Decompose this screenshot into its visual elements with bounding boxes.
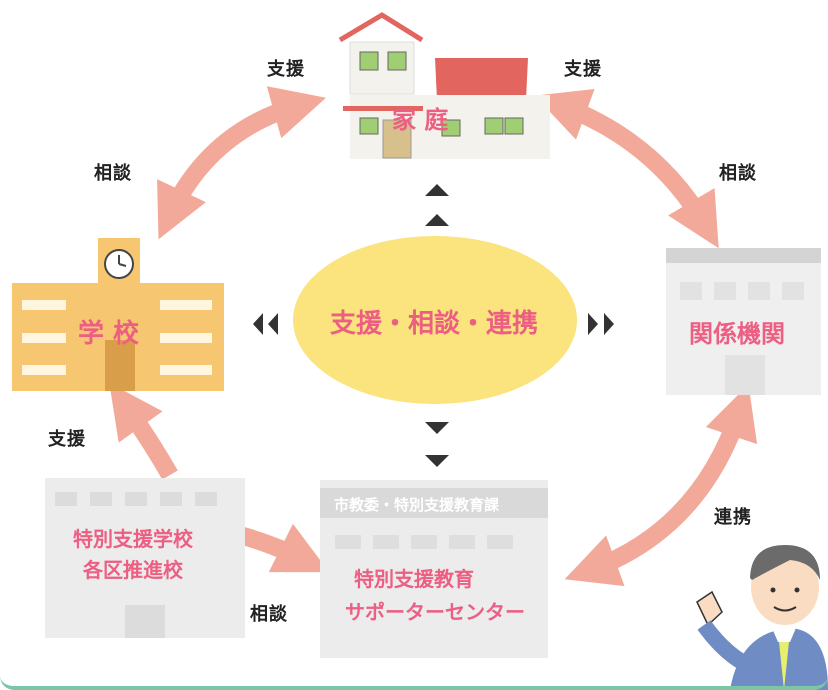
edge-label-school-support: 支援: [48, 429, 86, 450]
support-center-sign: 市教委・特別支援教育課: [334, 496, 500, 514]
edge-label-agency-center-link: 連携: [714, 507, 752, 528]
special-school-building-icon: [45, 478, 245, 638]
node-label-support-center-1: 特別支援教育: [354, 567, 474, 591]
arrow-agency-support-center: [564, 384, 758, 587]
node-label-support-center-2: サポーターセンター: [345, 600, 525, 624]
node-label-special-school-1: 特別支援学校: [73, 527, 193, 551]
arrow-special-school-to-school: [109, 383, 178, 480]
home-house-icon: [338, 12, 550, 159]
edge-label-home-school-support: 支援: [267, 59, 305, 80]
node-label-center: 支援・相談・連携: [330, 309, 539, 339]
node-label-special-school-2: 各区推進校: [83, 558, 183, 582]
node-label-school: 学 校: [78, 319, 140, 349]
school-building-icon: [12, 238, 224, 391]
edge-label-special-consult: 相談: [250, 604, 288, 625]
presenter-man-illustration: [696, 545, 828, 690]
arrow-home-agency: [534, 89, 719, 249]
node-label-agency: 関係機関: [689, 320, 785, 348]
arrow-special-school-to-center: [237, 523, 330, 573]
bottom-border: [0, 676, 828, 690]
direction-markers: [253, 184, 614, 467]
edge-label-home-agency-support: 支援: [564, 59, 602, 80]
support-center-building-icon: [320, 480, 548, 658]
edge-label-home-school-consult: 相談: [94, 163, 132, 184]
edge-label-home-agency-consult: 相談: [719, 163, 757, 184]
center-ellipse: [293, 236, 577, 404]
node-label-home: 家 庭: [392, 106, 449, 134]
arrow-home-school: [157, 86, 327, 240]
agency-building-icon: [666, 248, 821, 395]
